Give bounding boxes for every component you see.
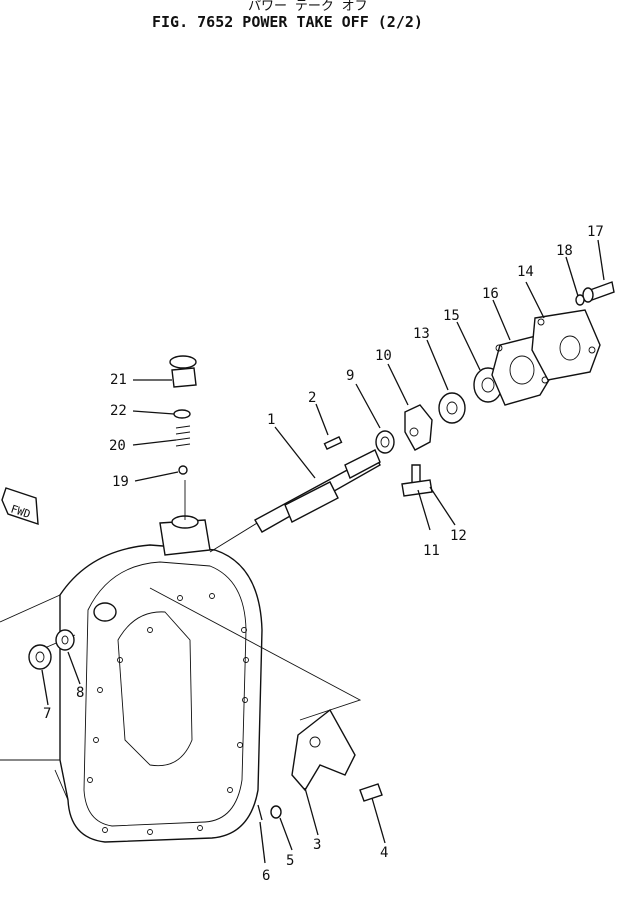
figure-title: FIG. 7652 POWER TAKE OFF (2/2) — [152, 13, 423, 31]
callout-2: 2 — [308, 390, 316, 406]
bearing-icon — [375, 430, 395, 454]
callout-16: 16 — [482, 286, 499, 302]
cover-bolt-icon — [575, 281, 615, 306]
fork-icon — [291, 708, 356, 792]
callout-11: 11 — [423, 543, 440, 559]
bolt-icon — [401, 464, 433, 497]
callout-15: 15 — [443, 308, 460, 324]
shaft-icon — [254, 449, 381, 533]
callout-leaders — [41, 239, 605, 864]
plug-stack-icon — [169, 355, 197, 475]
callout-9: 9 — [346, 368, 354, 384]
callout-8: 8 — [76, 685, 84, 701]
pin-icon — [359, 783, 383, 802]
callout-20: 20 — [109, 438, 126, 454]
subtitle-jp: パワー テーク オフ — [248, 0, 368, 14]
fwd-arrow-icon: FWD — [1, 487, 39, 525]
callout-14: 14 — [517, 264, 534, 280]
callout-22: 22 — [110, 403, 127, 419]
washer-icon — [438, 392, 466, 424]
callout-19: 19 — [112, 474, 129, 490]
callout-7: 7 — [43, 706, 51, 722]
cotter-pin-icon — [257, 804, 263, 821]
callout-1: 1 — [267, 412, 275, 428]
small-washer-icon — [270, 805, 282, 819]
cover-icon — [531, 309, 601, 381]
callout-10: 10 — [375, 348, 392, 364]
bracket-icon — [404, 404, 433, 451]
key-icon — [323, 435, 343, 451]
callout-17: 17 — [587, 224, 604, 240]
callout-18: 18 — [556, 243, 573, 259]
callout-6: 6 — [262, 868, 270, 884]
callout-13: 13 — [413, 326, 430, 342]
callout-3: 3 — [313, 837, 321, 853]
callout-12: 12 — [450, 528, 467, 544]
callout-5: 5 — [286, 853, 294, 869]
callout-4: 4 — [380, 845, 388, 861]
callout-21: 21 — [110, 372, 127, 388]
fwd-label: FWD — [9, 502, 32, 521]
reference-lines — [39, 480, 362, 721]
housing-icon — [0, 515, 263, 843]
side-bearing-icon — [28, 629, 75, 670]
